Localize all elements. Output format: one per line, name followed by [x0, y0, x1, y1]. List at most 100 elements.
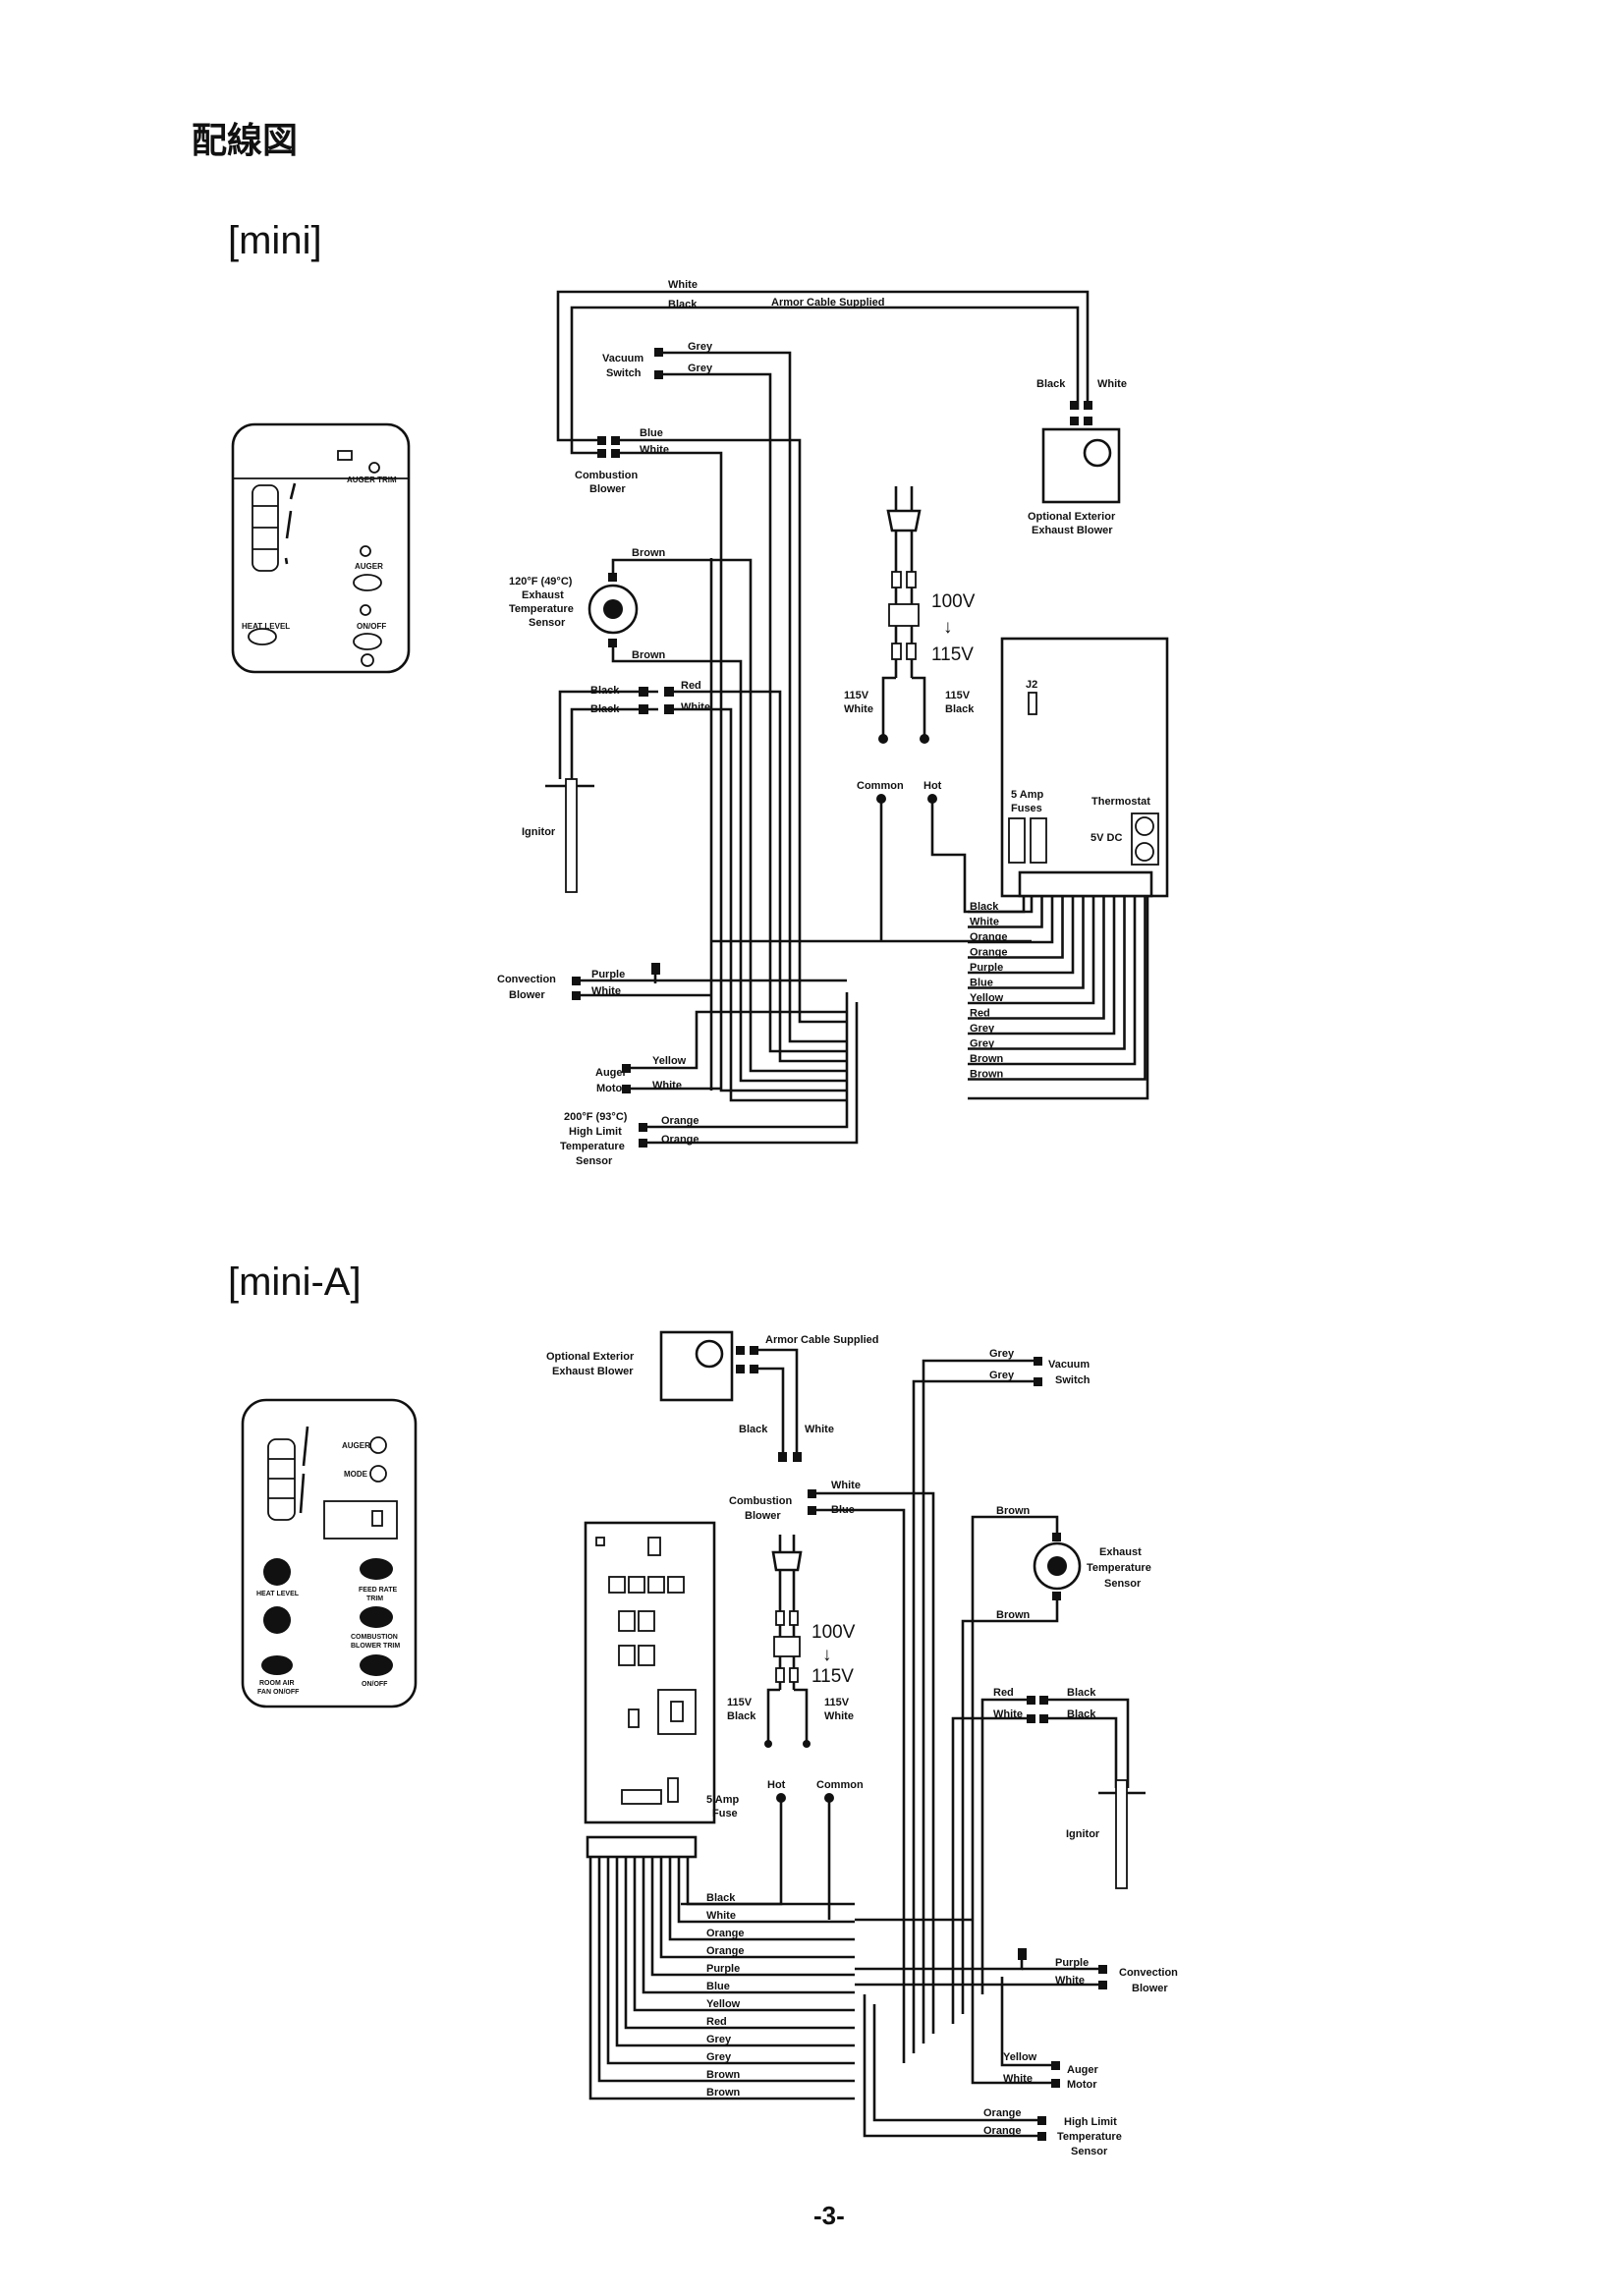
mini-wire-grey-2: Grey	[688, 363, 713, 374]
heat-level-label: HEAT LEVEL	[242, 622, 290, 631]
mini-harness-label: Grey	[970, 1038, 995, 1050]
on-off-button[interactable]	[353, 633, 382, 650]
mini-wire-hl-orange-1: Orange	[661, 1115, 699, 1127]
mini-a-up-button[interactable]	[263, 1558, 291, 1586]
mini-harness-label: Orange	[970, 947, 1008, 959]
on-off-label: ON/OFF	[357, 622, 386, 631]
mini-a-auger-label: AUGER	[342, 1441, 370, 1450]
mini-a-on-off-button[interactable]	[360, 1654, 393, 1676]
mini-a-section: [mini-A] AUGER MODE HEAT LEVEL FEED RATE…	[228, 1260, 1178, 2157]
mini-auger-2: Motor	[596, 1083, 627, 1094]
mini-ignitor: Ignitor Black Black Red White	[522, 680, 847, 1063]
mini-wire-brown-2: Brown	[632, 649, 666, 661]
mini-wire-hl-orange-2: Orange	[661, 1134, 699, 1146]
mini-wire-ign-black-1: Black	[590, 685, 620, 697]
mini-a-mode-label: MODE	[344, 1470, 368, 1479]
mini-a-power-cord: 100V ↓ 115V 115V Black 115V White Hot Co…	[681, 1535, 864, 1920]
mini-exhaust-2: Exhaust	[522, 589, 564, 601]
mini-optional-exhaust-2: Exhaust Blower	[1032, 525, 1113, 536]
mini-a-wire-red: Red	[993, 1687, 1014, 1699]
mini-auger-1: Auger	[595, 1067, 628, 1079]
mini-a-exhaust-sensor: Brown Brown Exhaust Temperature Sensor	[961, 1505, 1151, 2014]
mini-wire-conv-white: White	[591, 985, 621, 997]
mini-a-auger-2: Motor	[1067, 2079, 1097, 2091]
mini-a-wire-conv-purple: Purple	[1055, 1957, 1089, 1969]
mini-harness-label: Black	[970, 901, 999, 913]
mini-a-optional-exhaust-1: Optional Exterior	[546, 1351, 635, 1363]
mini-a-comb-trim-2: BLOWER TRIM	[351, 1643, 400, 1650]
mini-a-room-air-button[interactable]	[261, 1655, 293, 1675]
mini-section: [mini] AUGER TRIM AUGER HEAT LEVEL ON/OF…	[228, 219, 1169, 1167]
mini-a-wire-ign-white: White	[993, 1708, 1023, 1720]
mini-lead-white-1: 115V	[844, 690, 869, 701]
mini-a-auger-led	[369, 1436, 387, 1454]
mini-control-panel: AUGER TRIM AUGER HEAT LEVEL ON/OFF	[231, 422, 411, 674]
auger-button[interactable]	[353, 574, 382, 591]
mini-harness-label: Brown	[970, 1053, 1004, 1065]
mini-wire-red: Red	[681, 680, 701, 692]
mini-a-feed-trim-1: FEED RATE	[359, 1587, 397, 1594]
mini-harness: BlackWhiteOrangeOrangePurpleBlueYellowRe…	[968, 896, 1149, 1100]
mini-a-mode-led	[369, 1465, 387, 1483]
mini-a-down-button[interactable]	[263, 1606, 291, 1634]
mini-hl-4: Sensor	[576, 1155, 613, 1167]
mini-wire-blue: Blue	[640, 427, 663, 439]
mini-a-volt-115: 115V	[811, 1666, 854, 1687]
mini-armor-cable: Armor Cable Supplied	[771, 297, 885, 308]
mini-a-combustion-trim-button[interactable]	[360, 1606, 393, 1628]
mini-volt-arrow: ↓	[943, 617, 953, 638]
mini-a-harness-label: Purple	[706, 1963, 740, 1975]
mini-a-heat-level: HEAT LEVEL	[256, 1591, 300, 1597]
mini-wire-brown-1: Brown	[632, 547, 666, 559]
mini-a-convection-blower: Purple White Convection Blower	[855, 1948, 1178, 1994]
mini-a-wire-auger-white: White	[1003, 2073, 1033, 2085]
mini-thermostat: Thermostat	[1091, 796, 1150, 808]
mini-a-common: Common	[816, 1779, 864, 1791]
mini-wire-auger-yellow: Yellow	[652, 1055, 687, 1067]
mini-harness-label: Red	[970, 1008, 990, 1020]
mini-a-wire-white: White	[831, 1480, 861, 1491]
mini-a-wire-grey-2: Grey	[989, 1370, 1015, 1381]
mini-hl-2: High Limit	[569, 1126, 622, 1138]
mini-heading: [mini]	[228, 219, 322, 262]
mini-wire-grey-1: Grey	[688, 341, 713, 353]
flame-icon	[284, 482, 297, 565]
mini-harness-label: Purple	[970, 962, 1003, 974]
mini-a-wire-grey-1: Grey	[989, 1348, 1015, 1360]
mini-wire-auger-white: White	[652, 1080, 682, 1092]
mini-a-exhaust-2: Temperature	[1087, 1562, 1151, 1574]
mini-a-wire-auger-yellow: Yellow	[1003, 2051, 1037, 2063]
mini-a-high-limit: Orange Orange High Limit Temperature Sen…	[863, 1994, 1122, 2157]
mini-a-fuse-2: Fuse	[712, 1808, 738, 1820]
mini-power-cord: 100V ↓ 115V 115V White 115V Black Common…	[844, 486, 1026, 941]
mini-a-combustion-1: Combustion	[729, 1495, 792, 1507]
mini-a-harness-label: Black	[706, 1892, 736, 1904]
mini-lead-white-2: White	[844, 703, 873, 715]
heat-level-button[interactable]	[248, 628, 277, 645]
mini-a-lead-white-2: White	[824, 1710, 854, 1722]
mini-a-harness: BlackWhiteOrangeOrangePurpleBlueYellowRe…	[588, 1857, 973, 2100]
mini-harness-label: Grey	[970, 1023, 995, 1035]
mini-a-auger-motor: Yellow White Auger Motor	[971, 1977, 1099, 2091]
mini-harness-label: Blue	[970, 978, 993, 989]
auger-trim-label: AUGER TRIM	[347, 476, 397, 484]
mini-lead-black-1: 115V	[945, 690, 971, 701]
mini-lead-black-2: Black	[945, 703, 975, 715]
mini-convection-2: Blower	[509, 989, 545, 1001]
mini-a-feed-trim-button[interactable]	[360, 1558, 393, 1580]
mini-a-exh-white: White	[805, 1424, 834, 1435]
mini-a-auger-1: Auger	[1067, 2064, 1099, 2076]
mini-a-lead-white-1: 115V	[824, 1697, 850, 1708]
mini-a-harness-label: Yellow	[706, 1998, 741, 2010]
mini-exhaust-4: Sensor	[529, 617, 566, 629]
mini-wire-ign-white: White	[681, 701, 710, 713]
power-icon	[361, 653, 374, 667]
mini-control-board: J2 5 Amp Fuses Thermostat 5V DC	[1000, 637, 1169, 898]
mini-wire-conv-purple: Purple	[591, 969, 625, 980]
mini-combustion-1: Combustion	[575, 470, 638, 481]
mini-fuses-1: 5 Amp	[1011, 789, 1043, 801]
mini-a-volt-100: 100V	[811, 1622, 856, 1643]
mini-a-harness-label: Orange	[706, 1945, 745, 1957]
mini-harness-label: Brown	[970, 1069, 1004, 1081]
